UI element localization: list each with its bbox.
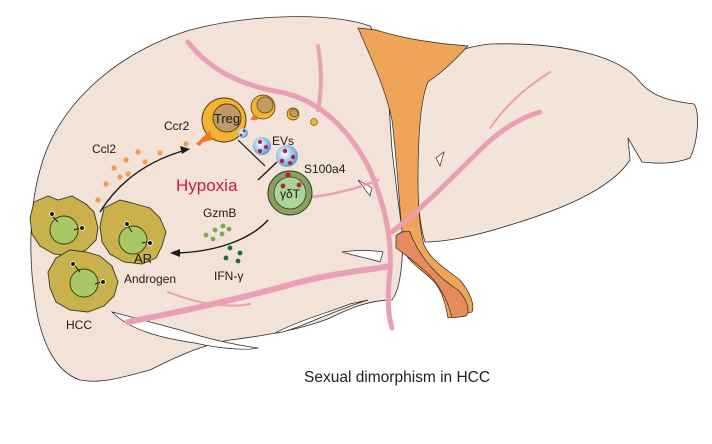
ifn-gamma-label: IFN-γ — [214, 269, 243, 283]
androgen-receptors — [49, 211, 153, 285]
gammadelta-t-cell: γδT — [267, 170, 313, 216]
extracellular-vesicles — [238, 128, 298, 167]
falciform-ligament — [357, 27, 474, 319]
treg-label: Treg — [214, 111, 240, 126]
cytotoxic-arrow — [170, 219, 269, 257]
liver-left-lobe — [30, 16, 403, 382]
liver-right-lobe — [415, 43, 698, 243]
ar-label: AR — [134, 251, 152, 266]
gammadelta-t-label: γδT — [280, 187, 301, 201]
treg-cell: Treg — [196, 97, 247, 146]
s100a4-label: S100a4 — [304, 162, 346, 176]
ifn-gamma-dots — [223, 245, 243, 264]
hcc-cells — [29, 195, 167, 313]
hcc-cell-2 — [99, 199, 167, 265]
hypoxia-label: Hypoxia — [176, 176, 238, 195]
hcc-cell-1 — [29, 195, 99, 257]
evs-label: EVs — [272, 134, 294, 148]
gzmb-label: GzmB — [203, 206, 236, 220]
migrating-treg-cells — [250, 94, 318, 126]
recruitment-arrow — [99, 146, 190, 213]
figure-title: Sexual dimorphism in HCC — [304, 369, 490, 386]
inhibition-line — [237, 139, 278, 181]
ccl2-label: Ccl2 — [92, 142, 116, 156]
blood-vessels — [125, 39, 551, 331]
androgen-label: Androgen — [124, 272, 176, 286]
gzmb-dots — [203, 223, 232, 242]
hcc-cell-3 — [47, 249, 119, 313]
hcc-label: HCC — [66, 318, 92, 332]
ccr2-label: Ccr2 — [164, 119, 190, 133]
ccl2-dots — [95, 141, 189, 203]
ccr2-receptor — [196, 130, 212, 144]
